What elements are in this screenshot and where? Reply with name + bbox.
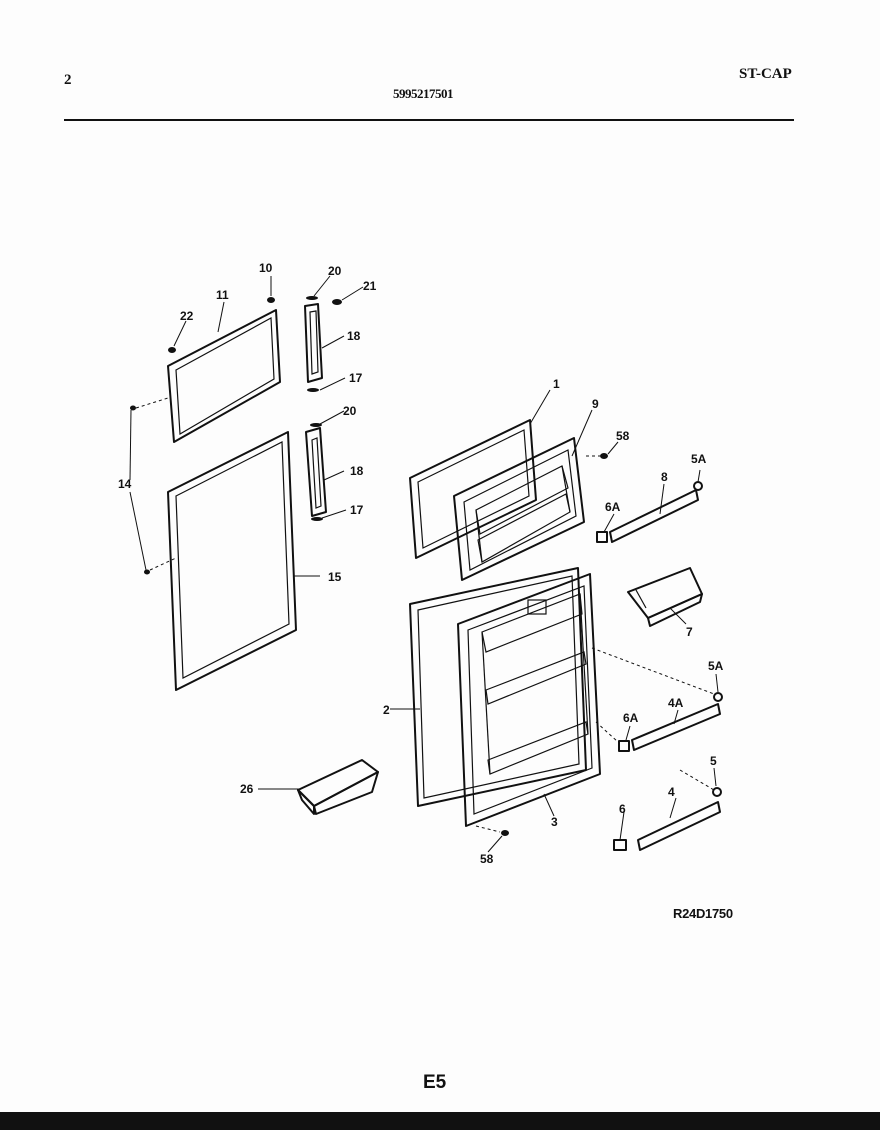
label-58-lower: 58	[480, 852, 494, 866]
label-5A-upper: 5A	[691, 452, 707, 466]
label-17-upper: 17	[349, 371, 363, 385]
label-5A-lower: 5A	[708, 659, 724, 673]
label-10: 10	[259, 261, 273, 275]
model-number: 5995217501	[393, 86, 454, 101]
lower-handle-part	[305, 427, 327, 517]
label-8: 8	[661, 470, 668, 484]
scan-bottom-edge	[0, 1112, 880, 1130]
label-18-lower: 18	[350, 464, 364, 478]
freezer-door-part	[453, 437, 585, 581]
leader-lines	[129, 275, 719, 853]
label-58-upper: 58	[616, 429, 630, 443]
part-labels: 10 11 22 20 21 18 17 20 18 17 14 15 1 9 …	[118, 261, 724, 866]
label-6A-lower: 6A	[623, 711, 639, 725]
alignment-dashes	[135, 397, 715, 833]
label-17-lower: 17	[350, 503, 364, 517]
shelf-bar-4A-part	[631, 703, 721, 751]
small-hardware-parts	[130, 296, 608, 836]
label-7: 7	[686, 625, 693, 639]
dairy-compartment-part	[627, 567, 703, 627]
label-21: 21	[363, 279, 377, 293]
label-22: 22	[180, 309, 194, 323]
label-20-upper: 20	[328, 264, 342, 278]
label-11: 11	[216, 288, 229, 302]
label-26: 26	[240, 782, 254, 796]
label-4A: 4A	[668, 696, 684, 710]
label-3: 3	[551, 815, 558, 829]
freezer-gasket-part	[167, 309, 281, 443]
label-5: 5	[710, 754, 717, 768]
label-14: 14	[118, 477, 132, 491]
label-9: 9	[592, 397, 599, 411]
fresh-food-gasket-part	[167, 431, 297, 691]
section-code: ST-CAP	[739, 66, 792, 82]
freezer-door-liner-part	[409, 419, 537, 559]
header-rule	[64, 119, 794, 121]
label-6A-upper: 6A	[605, 500, 621, 514]
label-6: 6	[619, 802, 626, 816]
diagram-reference-code: R24D1750	[673, 906, 733, 921]
fresh-food-door-part	[457, 573, 601, 827]
shelf-bar-8-part	[609, 489, 699, 543]
page-number: 2	[64, 72, 72, 88]
upper-handle-part	[304, 303, 323, 383]
footer-section-label: E5	[423, 1072, 447, 1093]
shelf-bracket-parts	[596, 481, 723, 851]
label-2: 2	[383, 703, 390, 717]
label-18-upper: 18	[347, 329, 361, 343]
label-15: 15	[328, 570, 342, 584]
label-20-lower: 20	[343, 404, 357, 418]
shelf-bar-4-part	[637, 801, 721, 851]
label-4: 4	[668, 785, 675, 799]
freezer-bin-part	[297, 759, 379, 815]
label-1: 1	[553, 377, 560, 391]
